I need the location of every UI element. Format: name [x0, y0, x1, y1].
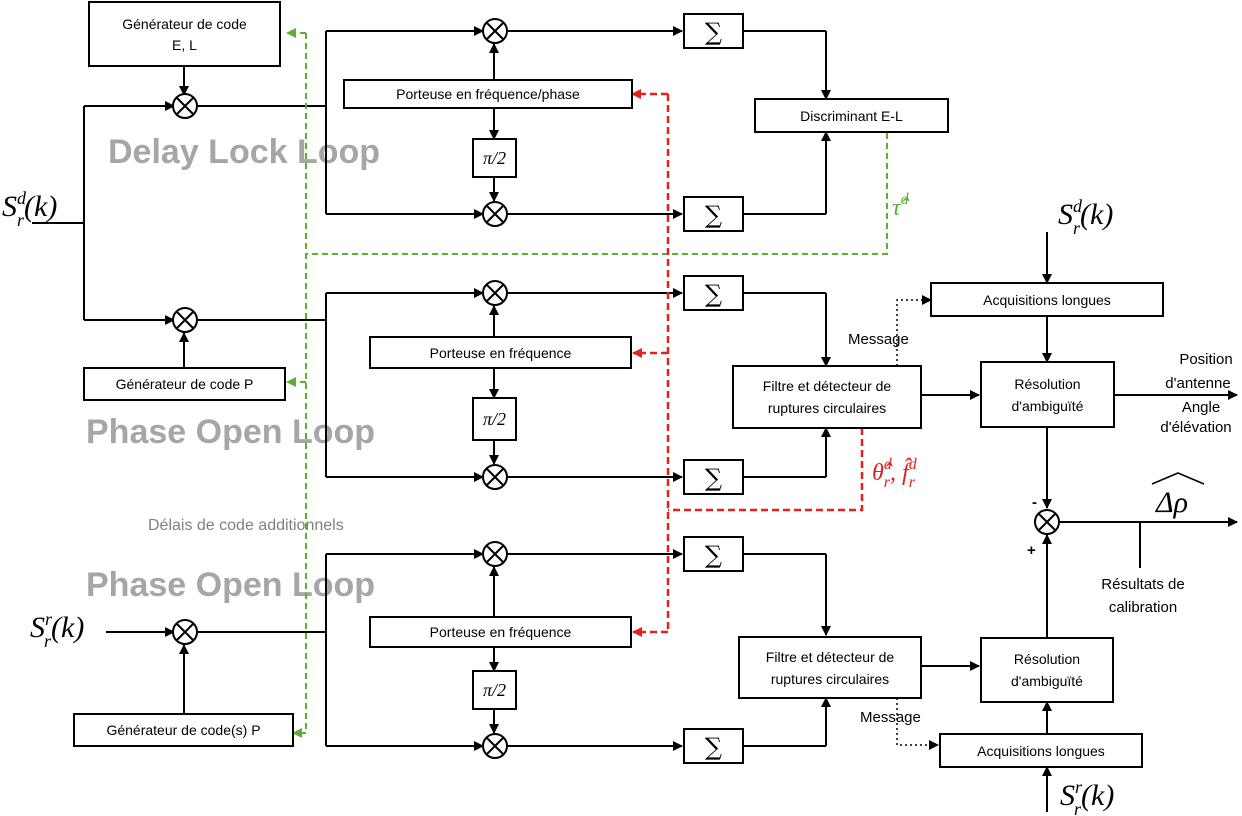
svg-text:Porteuse en fréquence: Porteuse en fréquence: [430, 624, 572, 640]
position-label-line2: d'antenne: [1165, 375, 1230, 392]
svg-text:Acquisitions longues: Acquisitions longues: [977, 743, 1105, 759]
mixer-icon-pol2-input: [172, 619, 198, 645]
mixer-icon-pol2-q: [482, 733, 508, 759]
code-generator-el-line2: E, L: [172, 37, 197, 53]
mixer-icon-dll-input: [172, 93, 198, 119]
svg-text:Résolution: Résolution: [1014, 376, 1080, 392]
svg-text:∑: ∑: [705, 464, 722, 492]
ambiguity-resolution-1: Résolution d'ambiguïté: [980, 361, 1115, 428]
pi-half-block-3: π/2: [472, 670, 517, 710]
pol-watermark-1: Phase Open Loop: [86, 413, 375, 451]
svg-text:ruptures circulaires: ruptures circulaires: [768, 400, 886, 416]
delta-rho-output: Δρ: [1151, 472, 1205, 519]
svg-text:Porteuse en fréquence: Porteuse en fréquence: [430, 345, 572, 361]
acquisition-block-1: Acquisitions longues: [930, 282, 1164, 317]
filter-block-2: Filtre et détecteur de ruptures circulai…: [738, 636, 922, 699]
svg-text:ruptures circulaires: ruptures circulaires: [771, 671, 889, 687]
angle-label-line1: Angle: [1182, 399, 1220, 416]
results-label-line2: calibration: [1109, 599, 1177, 616]
mixer-icon-dll-late: [482, 201, 508, 227]
message-label-1: Message: [848, 331, 909, 348]
mixer-icon-pol2-i: [482, 541, 508, 567]
svg-text:Δρ: Δρ: [1155, 486, 1188, 519]
svg-text:π/2: π/2: [483, 409, 506, 429]
sum-block-2: ∑: [683, 196, 744, 232]
svg-text:Acquisitions longues: Acquisitions longues: [983, 292, 1111, 308]
message-label-2: Message: [860, 709, 921, 726]
sum-block-5: ∑: [683, 536, 744, 572]
sum-block-6: ∑: [683, 728, 744, 764]
mixer-icon-dll-early: [482, 18, 508, 44]
svg-text:Générateur de code P: Générateur de code P: [116, 376, 254, 392]
svg-text:Générateur de code(s) P: Générateur de code(s) P: [106, 722, 260, 738]
code-generator-el-line1: Générateur de code: [122, 16, 247, 32]
code-generator-el: Générateur de code E, L: [88, 1, 281, 67]
plus-sign: +: [1027, 542, 1036, 559]
additional-delays-label: Délais de code additionnels: [148, 517, 344, 534]
code-generator-ps: Générateur de code(s) P: [73, 713, 294, 747]
svg-text:∑: ∑: [705, 541, 722, 569]
svg-text:∑: ∑: [705, 18, 722, 46]
svg-text:Discriminant E-L: Discriminant E-L: [800, 108, 903, 124]
discriminator-block: Discriminant E-L: [754, 98, 949, 133]
mixer-icon-pol1-q: [482, 464, 508, 490]
minus-sign: -: [1032, 494, 1037, 511]
position-label-line1: Position: [1179, 351, 1232, 368]
pi-half-block-2: π/2: [472, 397, 517, 441]
message-arrows: [896, 295, 939, 750]
svg-text:∑: ∑: [705, 280, 722, 308]
filter-block-1: Filtre et détecteur de ruptures circulai…: [732, 365, 922, 429]
carrier-phase-block: Porteuse en fréquence/phase: [343, 79, 633, 109]
sum-block-3: ∑: [683, 275, 744, 311]
svg-text:∑: ∑: [705, 733, 722, 761]
svg-text:Porteuse en fréquence/phase: Porteuse en fréquence/phase: [396, 86, 580, 102]
svg-text:∑: ∑: [705, 201, 722, 229]
svg-text:π/2: π/2: [483, 680, 506, 700]
dll-watermark: Delay Lock Loop: [108, 133, 380, 171]
svg-text:Filtre et détecteur de: Filtre et détecteur de: [766, 649, 895, 665]
svg-text:Filtre et détecteur de: Filtre et détecteur de: [763, 378, 892, 394]
angle-label-line2: d'élévation: [1160, 419, 1231, 436]
sum-block-1: ∑: [683, 13, 744, 49]
carrier-freq-block-1: Porteuse en fréquence: [369, 336, 632, 369]
tau-estimate-label: τ̂d: [892, 191, 910, 221]
svg-text:d'ambiguïté: d'ambiguïté: [1012, 398, 1084, 414]
mixer-icon-output: [1034, 509, 1060, 535]
carrier-feedback-path: [631, 89, 864, 637]
sum-block-4: ∑: [683, 459, 744, 495]
results-label-line1: Résultats de: [1101, 576, 1184, 593]
acquisition-block-2: Acquisitions longues: [939, 733, 1143, 768]
mixer-icon-pol1-i: [482, 280, 508, 306]
pol-watermark-2: Phase Open Loop: [86, 566, 375, 604]
svg-text:π/2: π/2: [483, 148, 506, 168]
svg-text:d'ambiguïté: d'ambiguïté: [1011, 673, 1083, 689]
mixer-icon-pol1-input: [172, 307, 198, 333]
signal-wires: [32, 26, 1238, 812]
svg-text:Résolution: Résolution: [1014, 651, 1080, 667]
ambiguity-resolution-2: Résolution d'ambiguïté: [980, 637, 1114, 703]
code-generator-p: Générateur de code P: [83, 367, 286, 401]
pi-half-block-1: π/2: [472, 138, 517, 178]
carrier-freq-block-2: Porteuse en fréquence: [369, 616, 632, 648]
dll-feedback-path: [286, 28, 888, 738]
